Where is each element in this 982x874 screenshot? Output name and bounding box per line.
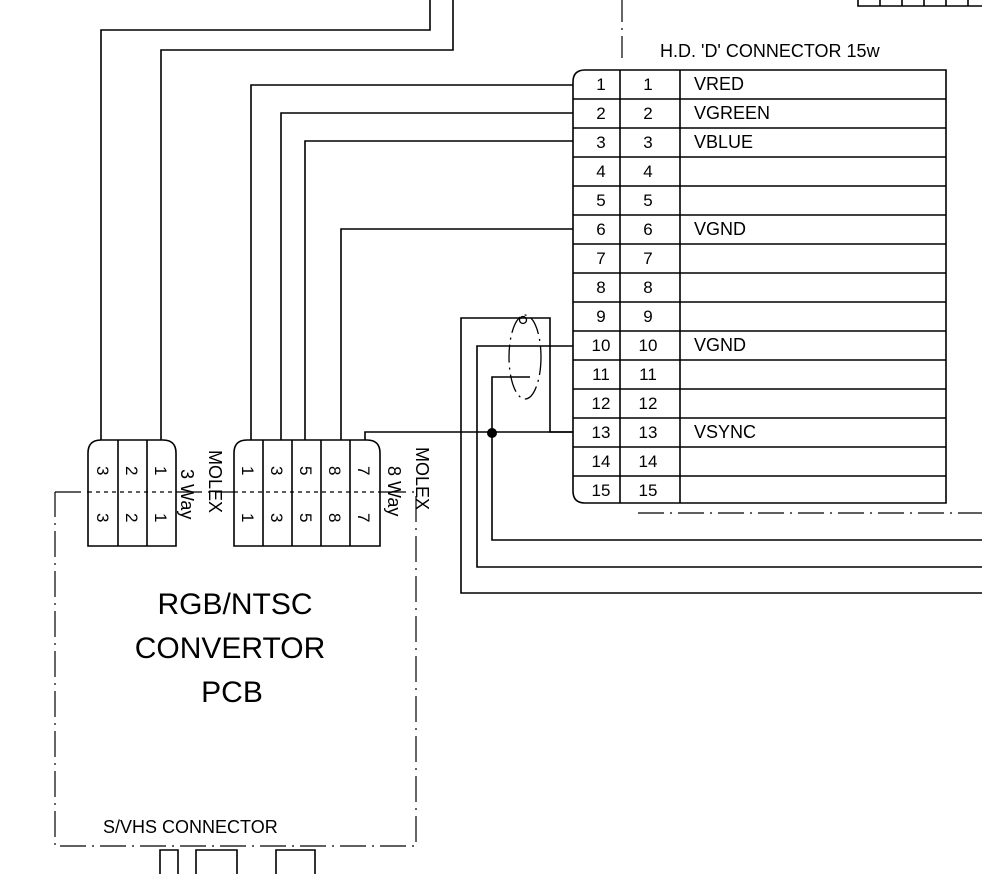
dsub-pin-right-15: 15 (639, 481, 658, 500)
dsub-pin-right-12: 12 (639, 394, 658, 413)
molex8-pin-1-bottom: 1 (238, 513, 257, 522)
dsub-signal-6: VGND (694, 219, 746, 239)
dsub-pin-left-7: 7 (596, 249, 605, 268)
dsub-pin-right-2: 2 (643, 104, 652, 123)
dsub-title: H.D. 'D' CONNECTOR 15w (660, 41, 881, 61)
pcb-title-line2: CONVERTOR (135, 632, 326, 665)
dsub-pin-right-6: 6 (643, 220, 652, 239)
dsub-signals: VRED VGREEN VBLUE VGND VGND VSYNC (694, 74, 770, 442)
molex8-pin-3-top: 3 (267, 466, 286, 475)
dsub-signal-13: VSYNC (694, 422, 756, 442)
molex3-pin-3-top: 3 (93, 466, 112, 475)
molex8-pin-8-bottom: 8 (325, 513, 344, 522)
dsub-pin-left-11: 11 (592, 365, 610, 384)
dsub-pin-left-4: 4 (596, 162, 605, 181)
molex8-pin-7-top: 7 (354, 466, 373, 475)
molex3-pin-2-top: 2 (122, 466, 141, 475)
top-partial-connector (857, 0, 982, 7)
dsub-pin-right-14: 14 (639, 452, 658, 471)
dsub-pin-right-13: 13 (639, 423, 658, 442)
dsub-signal-2: VGREEN (694, 103, 770, 123)
molex-8way-connector: 1 1 3 3 5 5 8 8 7 7 MOLEX 8 Way (233, 439, 432, 547)
molex8-pin-7-bottom: 7 (354, 513, 373, 522)
molex3-pin-1-top: 1 (151, 466, 170, 475)
dsub-pin-right-9: 9 (643, 307, 652, 326)
cable-shield (508, 314, 542, 400)
molex3-pin-3-bottom: 3 (93, 513, 112, 522)
dsub-pin-left-6: 6 (596, 220, 605, 239)
molex8-pin-5-top: 5 (296, 466, 315, 475)
molex8-pin-5-bottom: 5 (296, 513, 315, 522)
pcb-title-line1: RGB/NTSC (157, 588, 312, 621)
dsub-pin-left-2: 2 (596, 104, 605, 123)
molex8-way-label: 8 Way (384, 466, 404, 516)
dsub-pin-right-4: 4 (643, 162, 652, 181)
dsub-pin-right-8: 8 (643, 278, 652, 297)
dsub-pin-left-8: 8 (596, 278, 605, 297)
molex8-pin-1-top: 1 (238, 466, 257, 475)
dsub-signal-3: VBLUE (694, 132, 753, 152)
molex3-pin-1-bottom: 1 (151, 513, 170, 522)
pcb-title-line3: PCB (201, 676, 263, 709)
molex3-pin-2-bottom: 2 (122, 513, 141, 522)
dsub-pin-right-3: 3 (643, 133, 652, 152)
dsub-connector-body (572, 69, 947, 504)
molex-3way-connector: 3 2 1 3 2 1 MOLEX 3 Way (87, 439, 225, 547)
dsub-pin-left-10: 10 (592, 336, 611, 355)
dsub-pin-right-11: 11 (639, 365, 657, 384)
dsub-pin-left-9: 9 (596, 307, 605, 326)
molex8-pin-3-bottom: 3 (267, 513, 286, 522)
dsub-pin-right-10: 10 (639, 336, 658, 355)
dsub-pin-right-5: 5 (643, 191, 652, 210)
dsub-pin-left-14: 14 (592, 452, 611, 471)
dsub-pin-left-13: 13 (592, 423, 611, 442)
svhs-connector-pins (159, 849, 316, 874)
molex8-pin-8-top: 8 (325, 466, 344, 475)
wires-sync (364, 315, 982, 594)
wires-top (100, 0, 454, 440)
dsub-pin-left-1: 1 (596, 75, 605, 94)
pcb-outline (54, 491, 417, 847)
dsub-pin-right-7: 7 (643, 249, 652, 268)
dsub-signal-10: VGND (694, 335, 746, 355)
wires-dsub-to-molex8 (250, 84, 573, 440)
molex3-label: MOLEX (205, 450, 225, 513)
dsub-pin-left-5: 5 (596, 191, 605, 210)
dsub-pin-right-1: 1 (643, 75, 652, 94)
dsub-pin-left-15: 15 (592, 481, 611, 500)
molex8-label: MOLEX (412, 447, 432, 510)
svhs-connector-label: S/VHS CONNECTOR (103, 817, 278, 837)
dsub-pin-left-3: 3 (596, 133, 605, 152)
molex3-way-label: 3 Way (177, 469, 197, 519)
dsub-signal-1: VRED (694, 74, 744, 94)
dsub-pin-left-12: 12 (592, 394, 611, 413)
